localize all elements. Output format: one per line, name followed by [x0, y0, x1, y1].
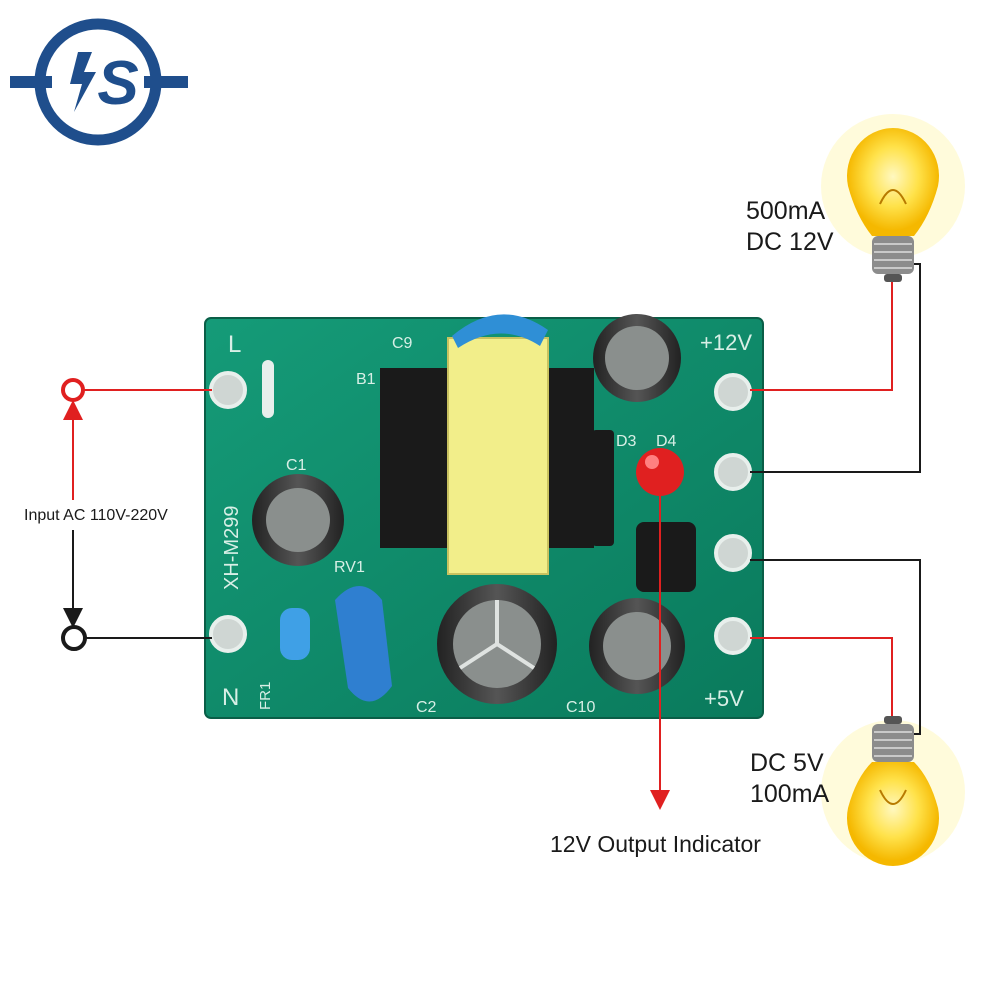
capacitor-c1	[252, 474, 344, 566]
output-12v-current: 500mA	[746, 197, 826, 225]
bulb-12v	[821, 114, 965, 282]
indicator-label: 12V Output Indicator	[550, 831, 761, 857]
output-12v-voltage: DC 12V	[746, 228, 834, 257]
marking-d4: D4	[656, 433, 677, 450]
marking-rv1: RV1	[334, 559, 365, 576]
marking-c2: C2	[416, 699, 437, 716]
led-indicator	[636, 448, 684, 496]
pcb-board: L N XH-M299 +12V +5V C9 B1 C1 D3 D4 RV1 …	[204, 314, 764, 719]
wire-12v-return	[750, 263, 921, 473]
brand-logo: S	[10, 18, 188, 146]
output-5v-current: 100mA	[750, 780, 830, 809]
svg-text:S: S	[97, 49, 138, 118]
marking-5v: +5V	[704, 686, 744, 711]
wire-5v-positive	[750, 637, 893, 716]
output-12v-label: 500mA DC 12V	[746, 196, 834, 259]
input-terminal-positive	[61, 378, 85, 402]
output-5v-label: DC 5V 100mA	[750, 748, 829, 811]
marking-fr1: FR1	[257, 682, 274, 710]
wire-5v-return	[750, 559, 921, 735]
marking-c9: C9	[392, 335, 413, 352]
marking-model: XH-M299	[221, 506, 243, 590]
bulb-5v	[821, 716, 965, 866]
marking-c1: C1	[286, 457, 307, 474]
marking-12v: +12V	[700, 330, 752, 355]
marking-b1: B1	[356, 371, 376, 388]
wire-12v-positive	[750, 282, 893, 391]
capacitor-c2	[437, 584, 557, 704]
output-5v-voltage: DC 5V	[750, 749, 824, 777]
capacitor-c7	[593, 314, 681, 402]
input-terminal-negative	[61, 625, 87, 651]
marking-d3: D3	[616, 433, 637, 450]
capacitor-c10	[589, 598, 685, 694]
input-voltage-label: Input AC 110V-220V	[24, 507, 168, 524]
marking-c10: C10	[566, 699, 595, 716]
marking-l: L	[228, 331, 241, 358]
marking-n: N	[222, 684, 239, 711]
